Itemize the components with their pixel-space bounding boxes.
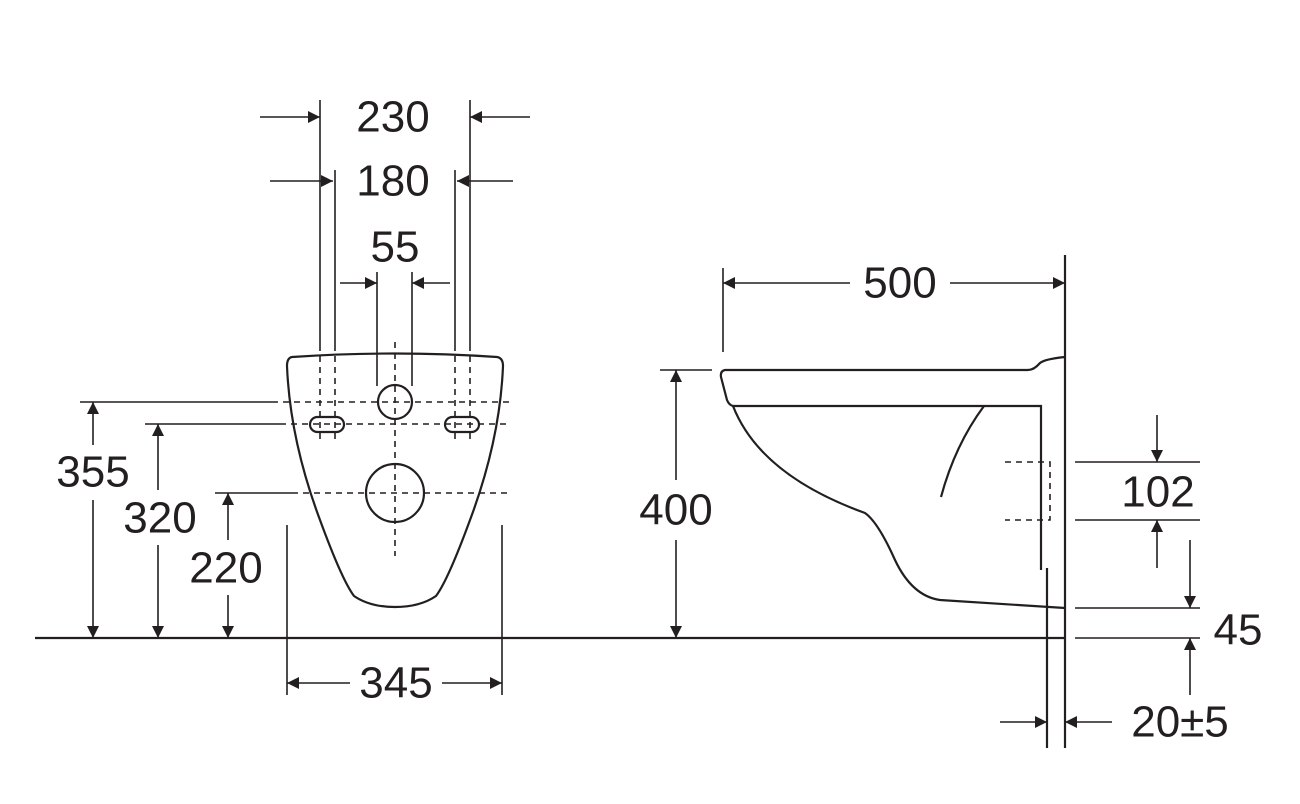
dim-220-label: 220 bbox=[189, 544, 262, 593]
front-view: 230 180 55 355 320 220 345 bbox=[56, 93, 530, 708]
dim-45-label: 45 bbox=[1214, 606, 1263, 655]
dim-230-label: 230 bbox=[356, 93, 429, 142]
dim-355-label: 355 bbox=[56, 448, 129, 497]
dim-320-label: 320 bbox=[123, 494, 196, 543]
bolt-slot-left bbox=[308, 415, 346, 434]
dim-102-label: 102 bbox=[1121, 468, 1194, 517]
dim-345-label: 345 bbox=[359, 659, 432, 708]
dim-400-label: 400 bbox=[639, 486, 712, 535]
dim-180-label: 180 bbox=[356, 157, 429, 206]
dim-500-label: 500 bbox=[863, 259, 936, 308]
front-outline bbox=[285, 352, 505, 609]
side-view: 500 400 102 45 20±5 bbox=[639, 255, 1262, 748]
dim-20-label: 20±5 bbox=[1131, 698, 1229, 747]
side-outline bbox=[719, 355, 1066, 610]
dim-55-label: 55 bbox=[371, 223, 420, 272]
